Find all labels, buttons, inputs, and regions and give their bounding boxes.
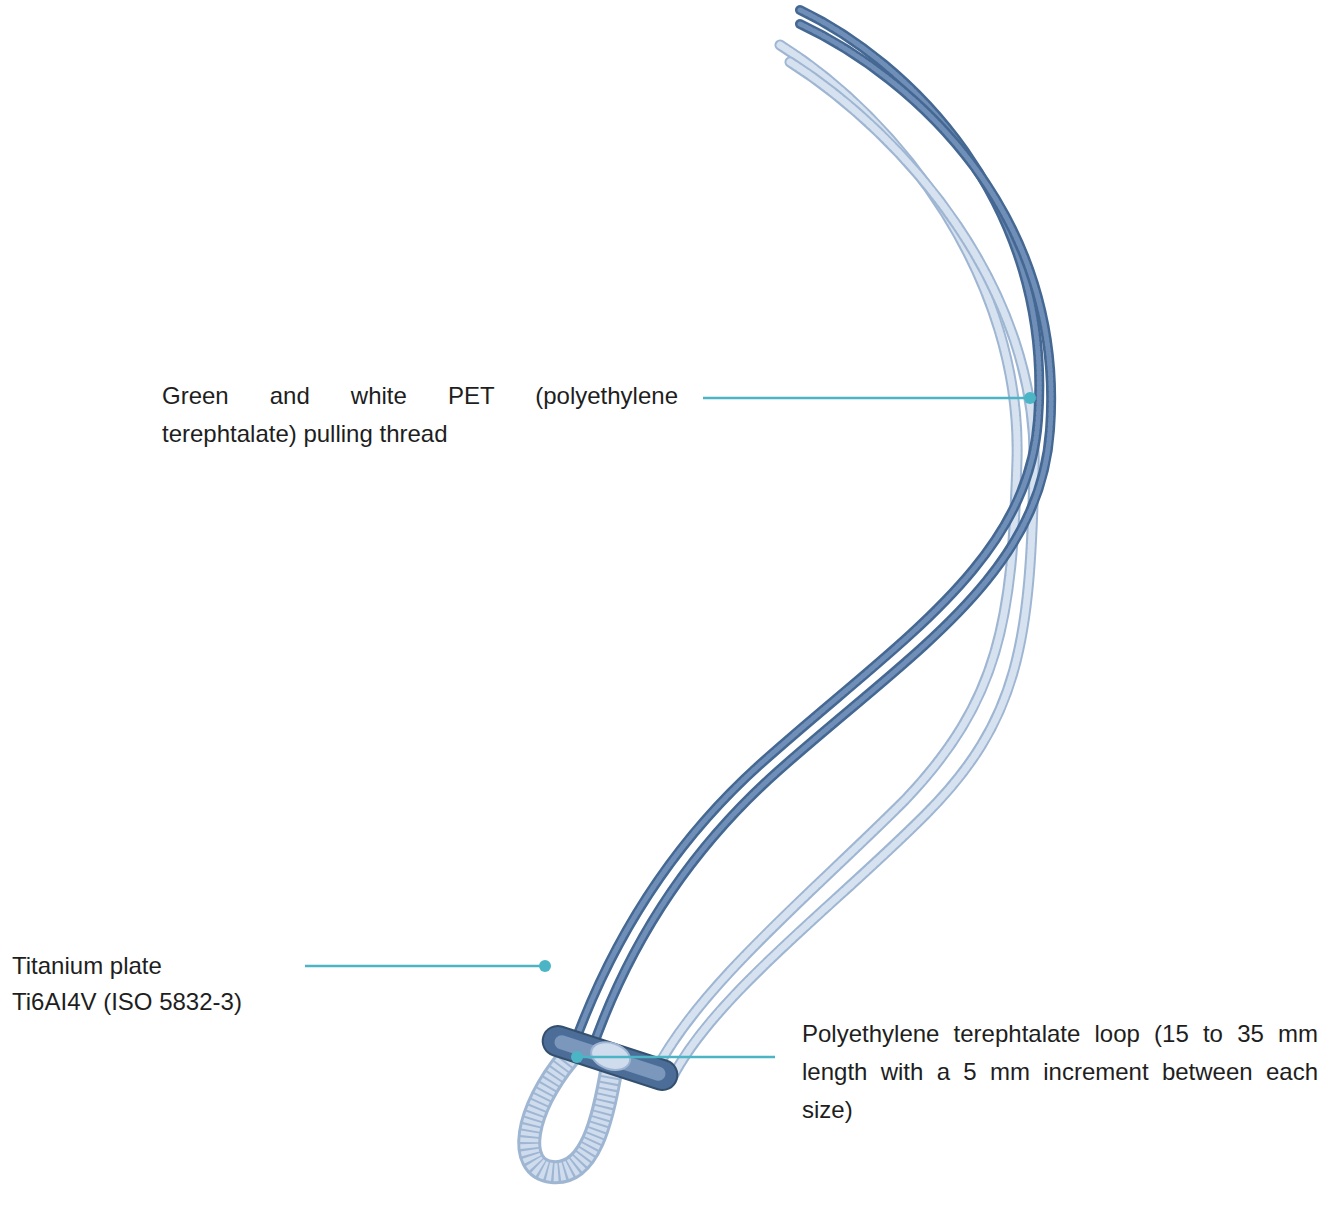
part-label: Green and white PET (polyethylene tereph… (162, 377, 678, 453)
pulling-threads (572, 10, 1051, 1078)
leader-lines (305, 392, 1036, 1063)
part-label: Polyethylene terephtalate loop (15 to 35… (802, 1015, 1318, 1129)
material-label: Ti6AI4V (ISO 5832-3) (12, 983, 297, 1021)
part-label: Titanium plate (12, 947, 297, 985)
pet-loop (529, 1058, 612, 1172)
